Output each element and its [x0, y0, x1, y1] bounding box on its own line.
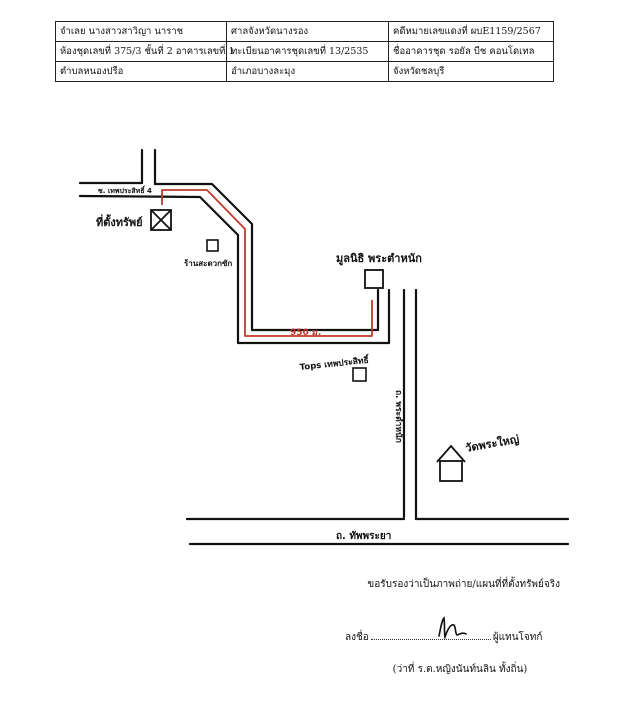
table-row: ตำบลหนองปรือ อำเภอบางละมุง จังหวัดชลบุรี	[55, 61, 554, 82]
signature-dots	[370, 631, 491, 640]
foundation-marker-icon	[364, 269, 384, 289]
soi-lower-edge	[78, 194, 391, 345]
soi-road-label: ซ. เทพประสิทธิ์ 4	[98, 185, 152, 195]
temple-label: วัดพระใหญ่	[464, 432, 520, 455]
temple-marker-icon	[436, 444, 466, 482]
tops-marker-icon	[352, 367, 367, 382]
soi-upper-edge	[78, 181, 380, 332]
district-cell: อำเภอบางละมุง	[226, 61, 389, 82]
signature-mark	[438, 616, 467, 641]
main-road-label: ถ. ทัพพระยา	[336, 530, 391, 542]
laundry-shop-label: ร้านสะดวกซัก	[184, 258, 232, 268]
property-marker-icon	[150, 209, 172, 231]
signer-name: (ว่าที่ ร.ต.หญิงนันท์นลิน ทั้งถิ่น)	[392, 664, 528, 675]
distance-label: 950 ม.	[290, 328, 321, 338]
road-side-label: ถ. พระตำหนัก	[393, 390, 404, 443]
sign-suffix: ผู้แทนโจทก์	[492, 632, 543, 643]
certification-text: ขอรับรองว่าเป็นภาพถ่าย/แผนที่ที่ตั้งทรัพ…	[367, 579, 560, 590]
province-cell: จังหวัดชลบุรี	[388, 61, 554, 82]
signature-line: ลงชื่อ ผู้แทนโจทก์	[345, 630, 565, 645]
case-info-table: จำเลย นางสาวสาวิญา นาราช ศาลจังหวัดนางรอ…	[55, 21, 554, 82]
sign-prefix: ลงชื่อ	[345, 632, 369, 643]
table-row: จำเลย นางสาวสาวิญา นาราช ศาลจังหวัดนางรอ…	[55, 21, 554, 42]
property-label: ที่ตั้งทรัพย์	[96, 214, 143, 229]
laundry-shop-marker-icon	[206, 239, 219, 252]
foundation-label: มูลนิธิ พระตำหนัก	[336, 252, 422, 266]
route-line	[161, 189, 373, 337]
subdistrict-cell: ตำบลหนองปรือ	[55, 61, 227, 82]
tops-label: Tops เทพประสิทธิ์	[299, 353, 371, 373]
